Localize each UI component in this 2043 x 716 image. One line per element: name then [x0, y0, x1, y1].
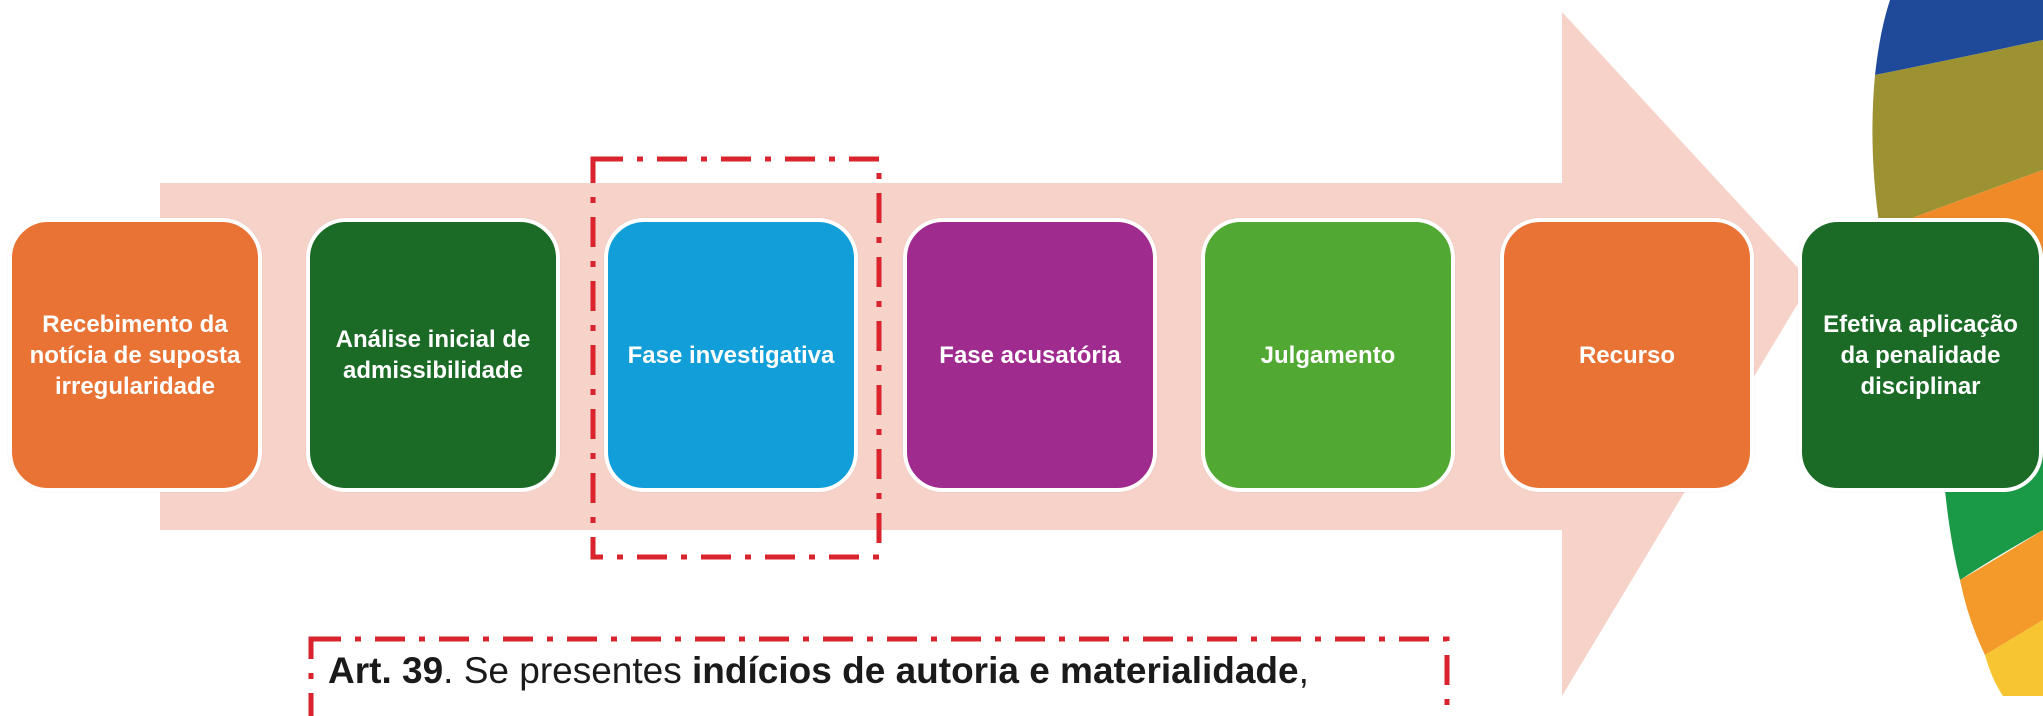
step-fase-investigativa: Fase investigativa — [604, 218, 858, 492]
step-analise-inicial: Análise inicial de admissibilidade — [306, 218, 560, 492]
deco-olive-band — [1872, 40, 2043, 230]
step-efetiva-aplicacao: Efetiva aplicação da penalidade discipli… — [1798, 218, 2043, 492]
article-text: Art. 39. Se presentes indícios de autori… — [328, 650, 1309, 692]
step-recebimento: Recebimento da notícia de suposta irregu… — [8, 218, 262, 492]
step-label: Julgamento — [1260, 341, 1396, 369]
deco-blue-band — [1875, 0, 2043, 75]
step-label: Recurso — [1578, 341, 1676, 369]
step-fase-acusatoria: Fase acusatória — [903, 218, 1157, 492]
article-ref: Art. 39 — [328, 650, 444, 691]
step-julgamento: Julgamento — [1201, 218, 1455, 492]
step-label: Fase investigativa — [627, 341, 835, 369]
article-text-a: . Se presentes — [443, 650, 693, 691]
step-label: Efetiva aplicação da penalidade discipli… — [1823, 310, 2018, 400]
step-label: Análise inicial de admissibilidade — [335, 326, 531, 384]
step-recurso: Recurso — [1500, 218, 1754, 492]
article-text-b: , — [1298, 650, 1309, 691]
step-label: Recebimento da notícia de suposta irregu… — [29, 310, 241, 400]
deco-yellow-band — [1985, 620, 2043, 696]
article-emphasis: indícios de autoria e materialidade — [692, 650, 1299, 691]
deco-orange-band-2 — [1960, 530, 2043, 655]
step-label: Fase acusatória — [939, 341, 1121, 369]
